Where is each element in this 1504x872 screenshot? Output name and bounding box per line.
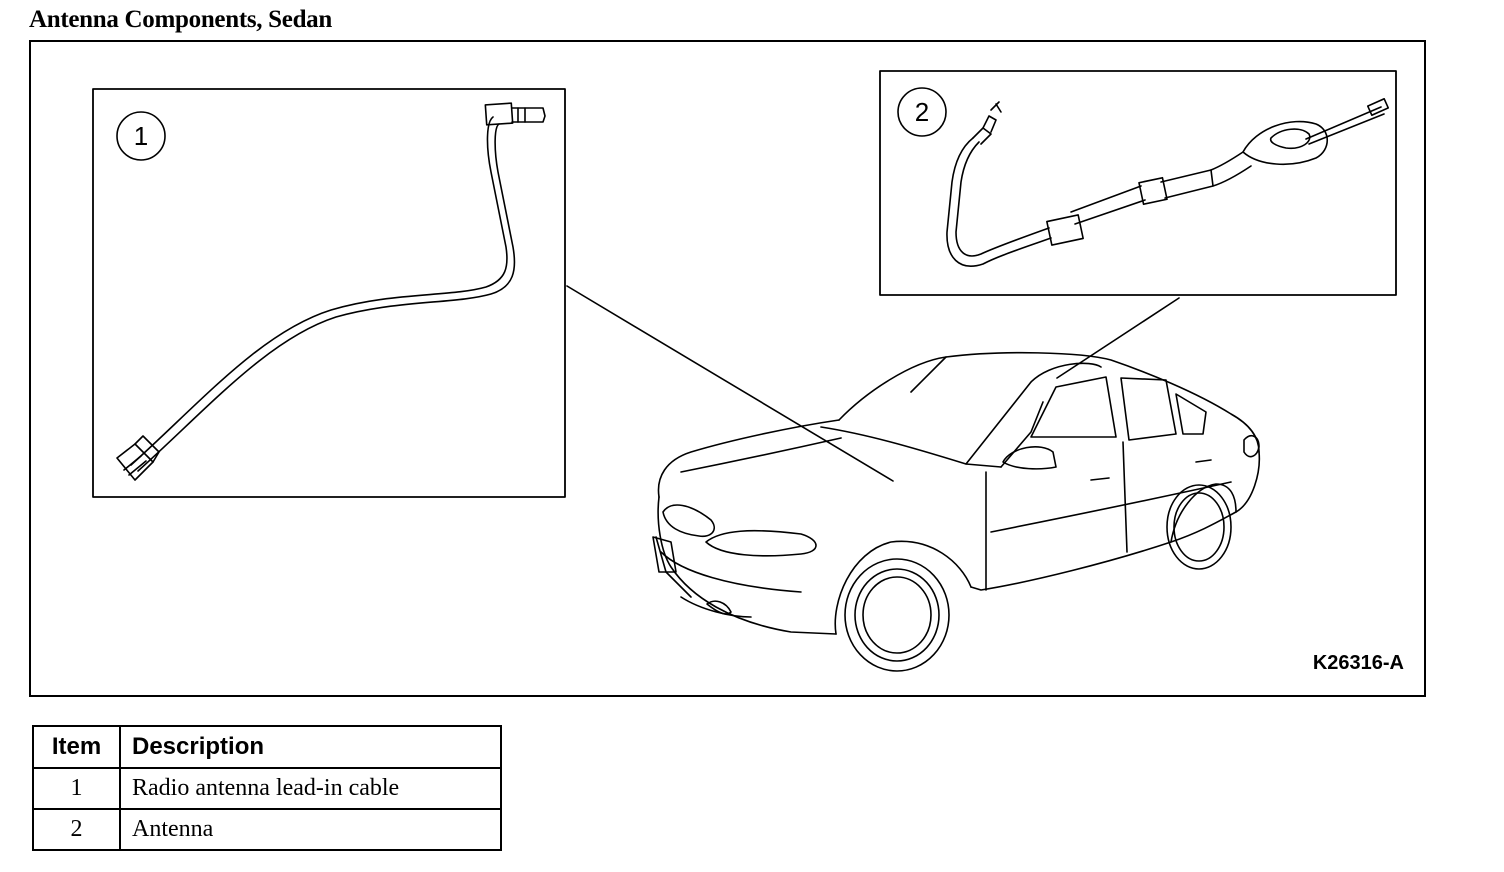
lead-in-cable-drawing (116, 102, 546, 481)
antenna-drawing (946, 97, 1390, 267)
legend-header-description: Description (119, 725, 502, 769)
callout-2-circle (897, 87, 947, 137)
legend-row: 2 Antenna (32, 808, 502, 851)
leader-line-2 (1056, 297, 1180, 379)
legend-header-item: Item (32, 725, 121, 769)
legend-item-description: Antenna (119, 808, 502, 851)
inset-2-frame (879, 70, 1397, 296)
leader-line-1 (566, 285, 894, 482)
legend-table: Item Description 1 Radio antenna lead-in… (32, 725, 502, 851)
rear-wheel (1166, 483, 1237, 570)
inset-1-frame (92, 88, 566, 498)
figure-id: K26316-A (1312, 652, 1404, 674)
front-wheel (834, 540, 972, 672)
page-title: Antenna Components, Sedan (29, 6, 332, 33)
diagram-canvas: 1 2 (92, 70, 1397, 672)
callout-1-circle (116, 111, 166, 161)
diagram-figure: 1 2 K26316-A (29, 40, 1426, 697)
legend-row: 1 Radio antenna lead-in cable (32, 767, 502, 810)
legend-header-row: Item Description (32, 725, 502, 769)
legend-item-number: 1 (32, 767, 121, 810)
sedan-car-drawing (652, 351, 1261, 672)
legend-item-description: Radio antenna lead-in cable (119, 767, 502, 810)
callout-1-label: 1 (134, 121, 148, 151)
legend-item-number: 2 (32, 808, 121, 851)
callout-2-label: 2 (915, 97, 929, 127)
